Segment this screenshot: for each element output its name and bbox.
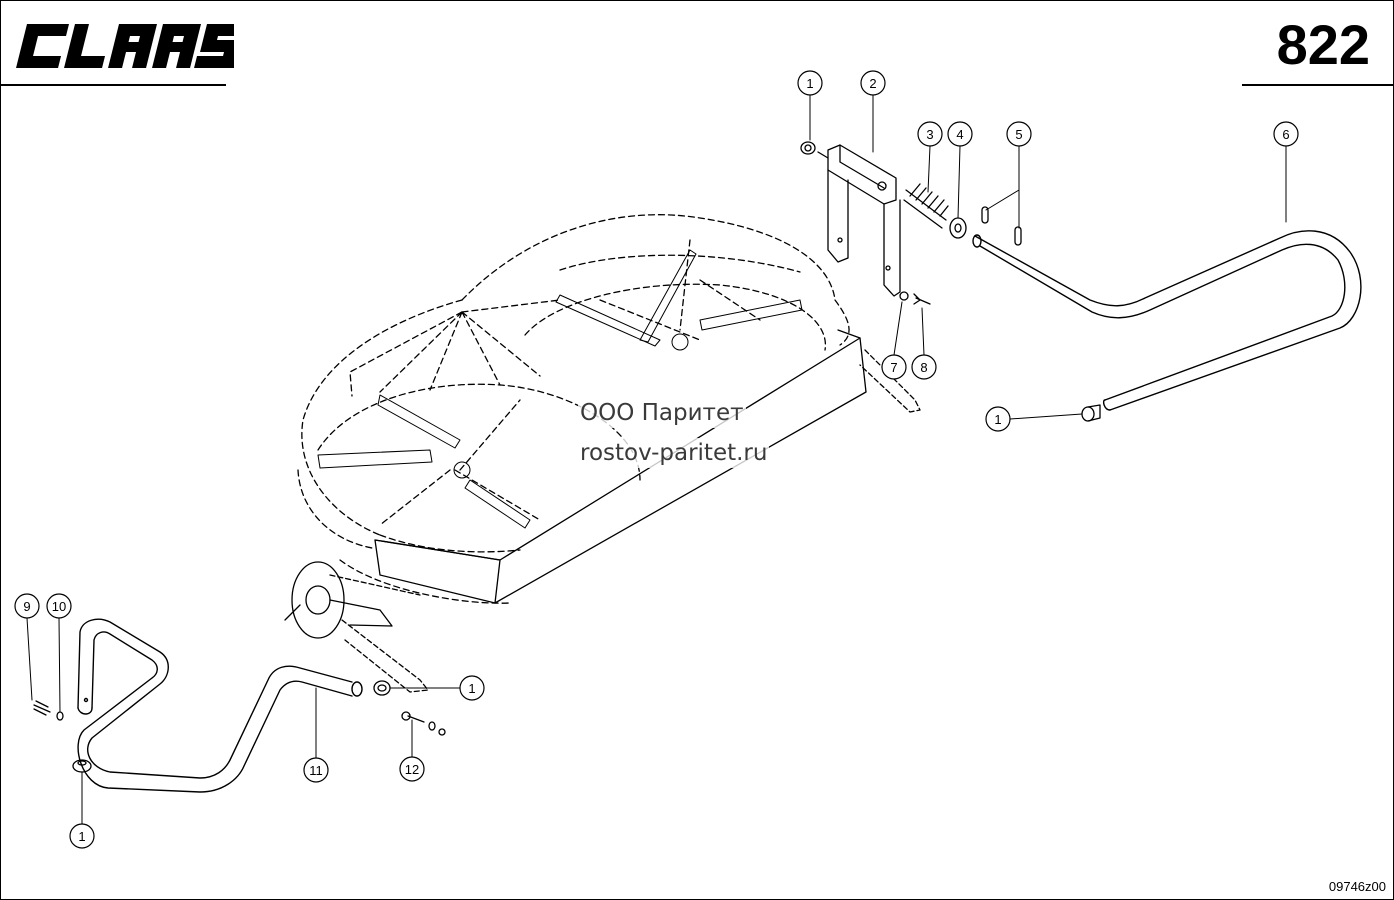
part-8-bolt	[913, 293, 931, 305]
part-7-washer	[899, 291, 909, 301]
callout-1-right: 1	[985, 406, 1011, 432]
mower-deck	[297, 214, 850, 604]
part-11-handle	[77, 618, 363, 793]
svg-text:10: 10	[52, 599, 66, 614]
callout-10: 10	[46, 593, 72, 619]
svg-text:2: 2	[869, 76, 876, 91]
deck-blades	[317, 249, 803, 529]
part-6-rod	[972, 230, 1362, 411]
callout-1-mid: 1	[459, 675, 485, 701]
part-9-bolt	[33, 700, 51, 716]
watermark-company: ООО Паритет	[578, 398, 746, 428]
callout-11: 11	[303, 757, 329, 783]
gearbox-assembly	[284, 561, 429, 693]
svg-text:8: 8	[920, 360, 927, 375]
part-2-bracket	[817, 144, 901, 297]
svg-text:4: 4	[956, 127, 963, 142]
callout-1-top: 1	[797, 70, 823, 96]
callouts: 1 2 3 4 5 6 1 7 8 9 10 1 11 12 1	[14, 70, 1299, 849]
part-4-washer	[949, 217, 967, 239]
svg-text:3: 3	[926, 127, 933, 142]
header-rule-right	[1242, 84, 1394, 86]
svg-text:1: 1	[806, 76, 813, 91]
svg-text:1: 1	[78, 829, 85, 844]
callout-9: 9	[14, 593, 40, 619]
page-number: 822	[1276, 13, 1370, 76]
right-link-bar	[859, 349, 921, 413]
callout-4: 4	[947, 121, 973, 147]
part-10-washer	[56, 711, 64, 721]
callout-5: 5	[1006, 121, 1032, 147]
callout-1-bottom: 1	[69, 823, 95, 849]
callout-8: 8	[911, 354, 937, 380]
leader-lines	[26, 94, 1287, 825]
part-1-bushing-mid	[373, 680, 391, 696]
watermark-url: rostov-paritet.ru	[578, 438, 770, 468]
svg-text:9: 9	[23, 599, 30, 614]
svg-text:11: 11	[309, 763, 323, 778]
part-1-bushing-top	[800, 141, 816, 155]
callout-3: 3	[917, 121, 943, 147]
part-5-pins	[981, 206, 1022, 246]
callout-12: 12	[399, 756, 425, 782]
claas-logo	[16, 24, 234, 68]
part-12-fasteners	[401, 711, 446, 736]
drawing-code: 09746z00	[1328, 879, 1386, 894]
svg-text:1: 1	[994, 412, 1001, 427]
part-3-spring	[903, 183, 949, 229]
svg-text:7: 7	[890, 360, 897, 375]
svg-text:1: 1	[468, 681, 475, 696]
callout-6: 6	[1273, 121, 1299, 147]
svg-text:5: 5	[1015, 127, 1022, 142]
callout-7: 7	[881, 354, 907, 380]
callout-2: 2	[860, 70, 886, 96]
part-1-cap-right	[1081, 404, 1101, 422]
svg-text:6: 6	[1282, 127, 1289, 142]
header-rule-left	[0, 84, 226, 86]
svg-text:12: 12	[405, 762, 419, 777]
